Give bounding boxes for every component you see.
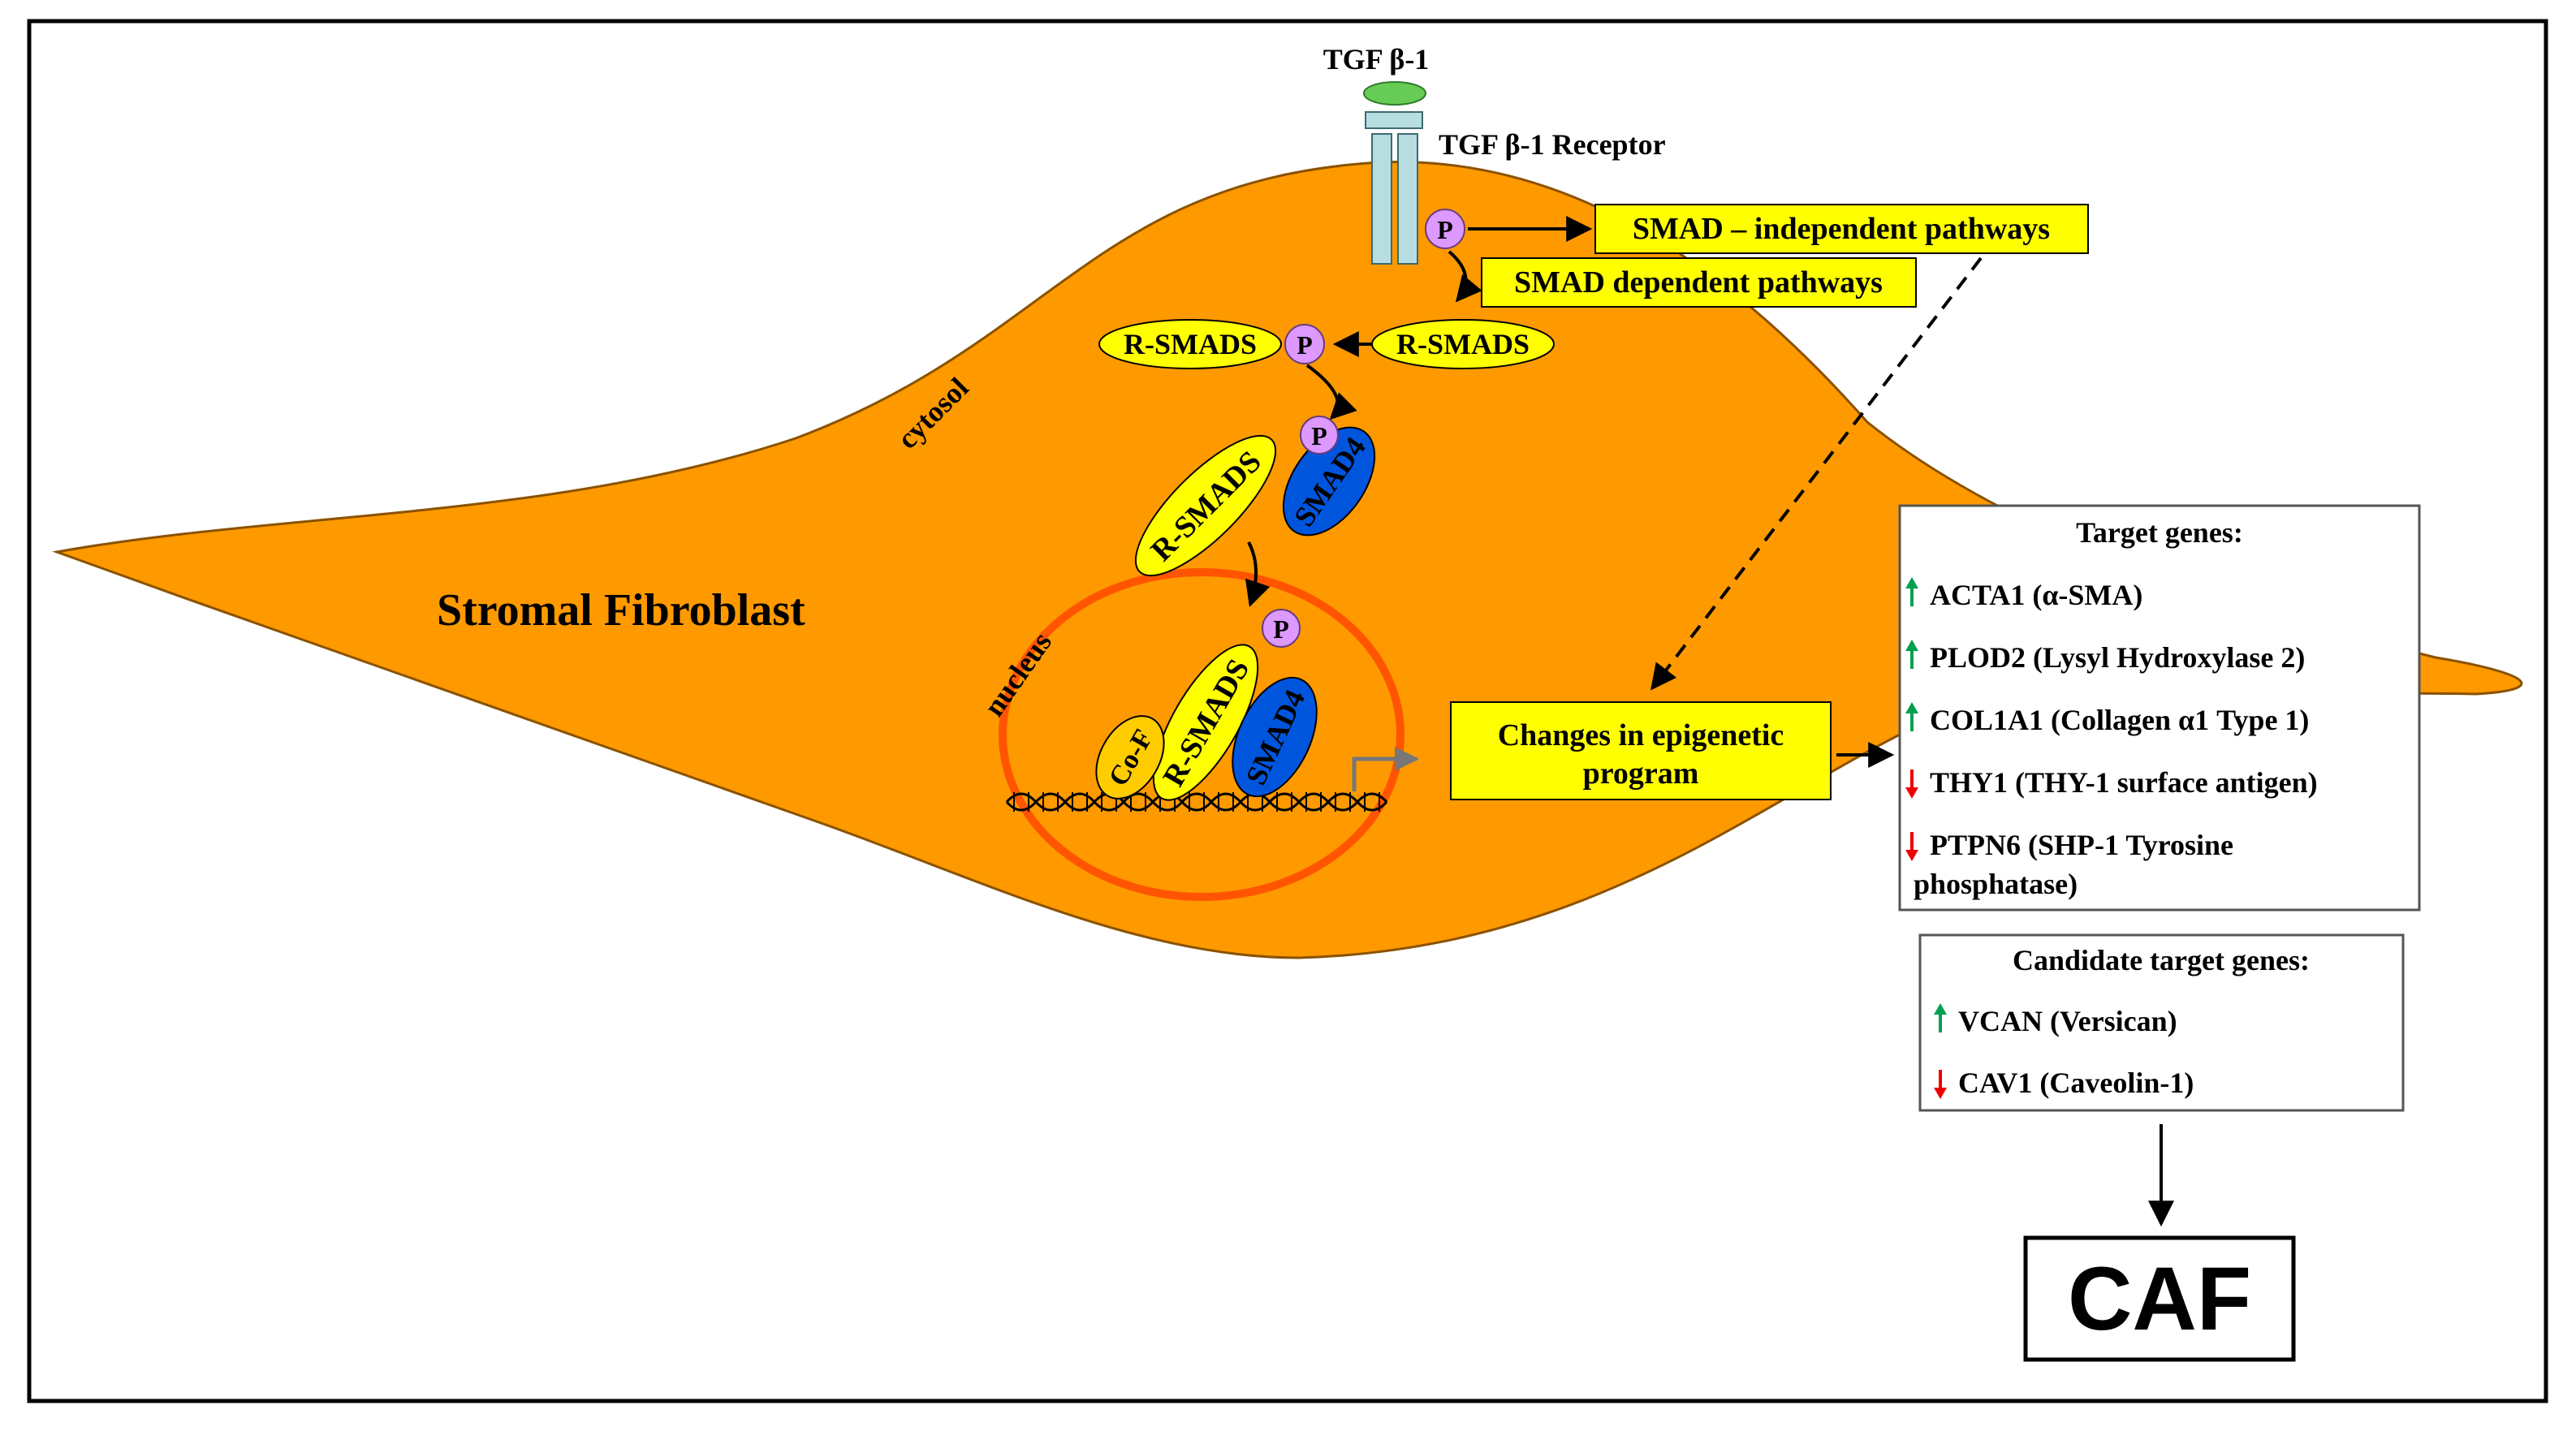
up-arrow-icon	[1905, 577, 1918, 606]
dna-strand	[1005, 792, 1388, 812]
r-smads-phospho-icon	[1284, 324, 1325, 364]
up-arrow-icon	[1905, 702, 1918, 731]
independent-to-epigenetic-arrow	[1650, 256, 1983, 691]
gene-item: VCAN (Versican)	[1958, 1005, 2177, 1037]
r-smads-phospho-label: R-SMADS	[1124, 328, 1257, 360]
gene-item: ACTA1 (α-SMA)	[1930, 579, 2142, 611]
cytosol-complex-phospho-p: P	[1311, 421, 1327, 450]
candidate-genes-box	[1918, 933, 2405, 1112]
nuclear-phospho-p: P	[1273, 614, 1289, 644]
nuclear-smad4	[1232, 676, 1318, 798]
receptor-label: TGF β-1 Receptor	[1439, 128, 1666, 161]
receptor-chain-left	[1371, 133, 1392, 265]
smad-dependent-box	[1481, 257, 1917, 308]
receptor-cap	[1365, 111, 1423, 129]
caf-label: CAF	[2068, 1249, 2251, 1349]
smad-independent-box	[1594, 204, 2089, 254]
down-arrow-icon	[1934, 1070, 1947, 1099]
epigenetic-line1: Changes in epigenetic	[1498, 718, 1784, 752]
outer-frame	[27, 19, 2548, 1403]
nuclear-phospho-icon	[1262, 609, 1301, 648]
cofactor-complex: Co-F	[1095, 715, 1165, 800]
r-smads-phospho	[1098, 319, 1282, 369]
gene-item: COL1A1 (Collagen α1 Type 1)	[1930, 704, 2309, 736]
target-genes-box	[1898, 504, 2421, 912]
nuclear-r-smads	[1152, 644, 1259, 801]
smad-dependent-label: SMAD dependent pathways	[1514, 265, 1883, 300]
down-arrow-icon	[1905, 832, 1918, 861]
r-smads-phospho-p: P	[1297, 330, 1313, 360]
transcription-start-arrow	[1352, 747, 1419, 791]
fibroblast-cell	[52, 161, 2523, 959]
complex-arrow	[1305, 364, 1357, 420]
caf-box	[2023, 1235, 2296, 1362]
gene-item-continuation: phosphatase)	[1914, 868, 2078, 900]
up-arrow-icon	[1934, 1003, 1947, 1032]
down-arrow-icon	[1905, 769, 1918, 799]
candidate-genes-list: VCAN (Versican) CAV1 (Caveolin-1)	[1934, 1003, 2194, 1099]
cell-label: Stromal Fibroblast	[437, 585, 805, 636]
epigenetic-line2: program	[1583, 756, 1699, 791]
dependent-arrow	[1448, 250, 1482, 303]
r-smads-unphospho-label: R-SMADS	[1396, 328, 1530, 360]
receptor-phospho-icon	[1425, 209, 1465, 249]
cytosol-r-smads	[1134, 434, 1277, 577]
receptor-phospho-label: P	[1437, 215, 1453, 244]
target-genes-title: Target genes:	[2076, 516, 2243, 549]
cytosol-complex-phospho-icon	[1300, 416, 1339, 455]
up-arrow-icon	[1905, 640, 1918, 669]
gene-item: PTPN6 (SHP-1 Tyrosine	[1930, 829, 2233, 861]
smad-independent-label: SMAD – independent pathways	[1633, 212, 2050, 246]
nuclear-import-arrow	[1245, 541, 1271, 608]
target-genes-list: ACTA1 (α-SMA) PLOD2 (Lysyl Hydroxylase 2)…	[1905, 577, 2318, 900]
candidate-genes-title: Candidate target genes:	[2013, 944, 2310, 976]
cofactor	[1095, 715, 1165, 800]
receptor-chain-right	[1397, 133, 1418, 265]
nucleus-envelope	[999, 568, 1405, 901]
gene-item: PLOD2 (Lysyl Hydroxylase 2)	[1930, 641, 2305, 674]
cytosol-smad4	[1282, 426, 1376, 537]
gene-item: THY1 (THY-1 surface antigen)	[1930, 766, 2318, 799]
ligand-label: TGF β-1	[1323, 43, 1430, 75]
ligand-icon	[1363, 81, 1426, 106]
gene-item: CAV1 (Caveolin-1)	[1958, 1067, 2194, 1099]
epigenetic-box	[1450, 701, 1832, 800]
